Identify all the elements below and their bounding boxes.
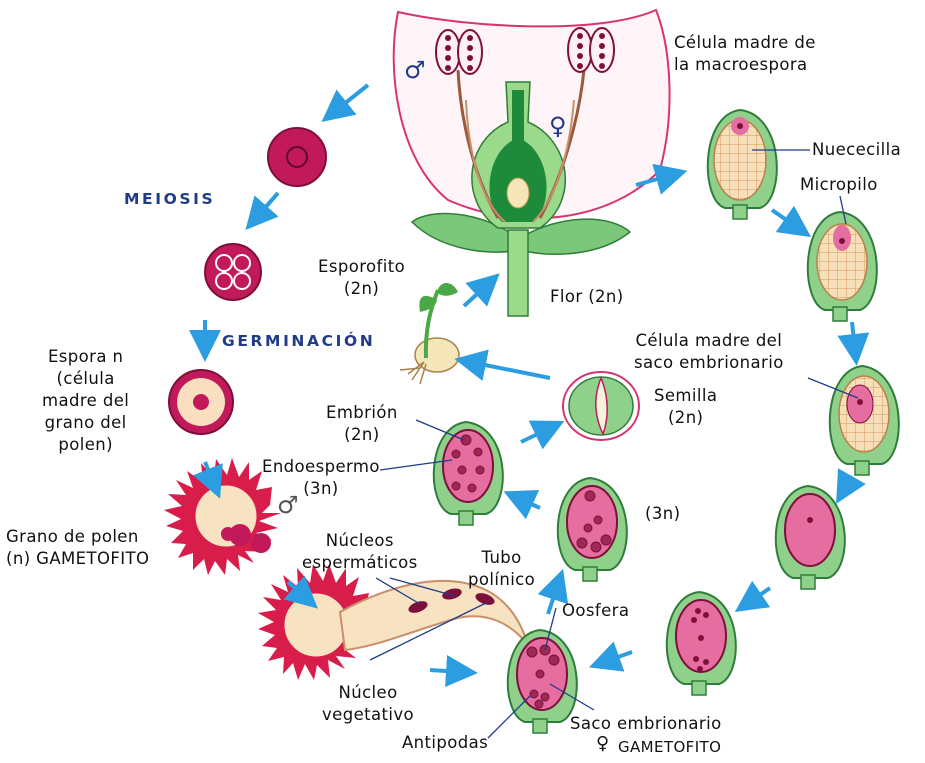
ovule-triploid bbox=[558, 478, 627, 581]
ovule-macrospore-mother bbox=[708, 110, 777, 219]
male-symbol: ♂ bbox=[404, 56, 426, 84]
label-saco-embrionario: Saco embrionario bbox=[570, 713, 722, 735]
ovule-in-flower bbox=[507, 178, 529, 208]
flower bbox=[394, 10, 670, 316]
arrow bbox=[604, 652, 632, 662]
ovule-micropyle bbox=[808, 212, 877, 321]
label-semilla: Semilla (2n) bbox=[654, 385, 717, 429]
seed bbox=[563, 372, 639, 440]
arrow bbox=[748, 588, 770, 603]
label-grano-polen: Grano de polen (n) GAMETOFITO bbox=[6, 526, 149, 570]
arrow bbox=[464, 284, 488, 306]
arrow bbox=[772, 210, 798, 228]
label-espora: Espora n (célula madre del grano del pol… bbox=[42, 346, 129, 456]
label-tubo-polinico: Tubo polínico bbox=[468, 547, 535, 591]
arrow bbox=[430, 670, 462, 672]
ovule-embryo-endosperm bbox=[434, 422, 503, 525]
arrow bbox=[521, 428, 550, 442]
pollen-tube bbox=[340, 581, 528, 650]
ovule-embryo-sac-young bbox=[776, 486, 845, 589]
female-symbol: ♀ bbox=[549, 112, 567, 140]
arrow bbox=[844, 476, 852, 490]
label-meiosis: MEIOSIS bbox=[124, 188, 215, 210]
label-germinacion: GERMINACIÓN bbox=[222, 330, 375, 352]
flower-stem bbox=[508, 230, 528, 316]
arrow bbox=[548, 584, 558, 614]
arrow bbox=[256, 193, 278, 218]
label-embrion: Embrión (2n) bbox=[326, 402, 398, 446]
gametofito-female-symbol: ♀ bbox=[596, 733, 609, 754]
label-esporofito: Esporofito (2n) bbox=[318, 256, 405, 300]
style bbox=[512, 90, 524, 142]
label-endoespermo: Endoespermo (3n) bbox=[262, 456, 380, 500]
arrow bbox=[518, 498, 540, 508]
label-celula-madre-macroespora: Célula madre de la macroespora bbox=[674, 32, 816, 76]
label-flor: Flor (2n) bbox=[550, 286, 624, 308]
label-micropilo: Micropilo bbox=[800, 174, 878, 196]
label-oosfera: Oosfera bbox=[562, 600, 629, 622]
label-nuececilla: Nuececilla bbox=[812, 139, 901, 161]
label-gametofito-femenino: GAMETOFITO bbox=[618, 736, 721, 758]
ovule-embryo-sac-mother bbox=[830, 366, 899, 475]
ovule-fertilization bbox=[508, 630, 577, 733]
arrow bbox=[334, 85, 368, 112]
arrow bbox=[470, 362, 550, 378]
label-celula-madre-saco: Célula madre del saco embrionario bbox=[634, 330, 784, 374]
spore-cell bbox=[169, 370, 233, 434]
arrow bbox=[852, 322, 855, 350]
label-nucleos-espermaticos: Núcleos espermáticos bbox=[302, 530, 418, 574]
tetrad-cell bbox=[205, 244, 261, 300]
label-3n: (3n) bbox=[645, 503, 680, 525]
pollen-mother-cell bbox=[268, 128, 326, 186]
seedling bbox=[400, 283, 459, 384]
label-nucleo-vegetativo: Núcleo vegetativo bbox=[322, 682, 414, 726]
label-antipodas: Antipodas bbox=[402, 732, 488, 754]
ovule-mature-sac bbox=[667, 592, 736, 695]
